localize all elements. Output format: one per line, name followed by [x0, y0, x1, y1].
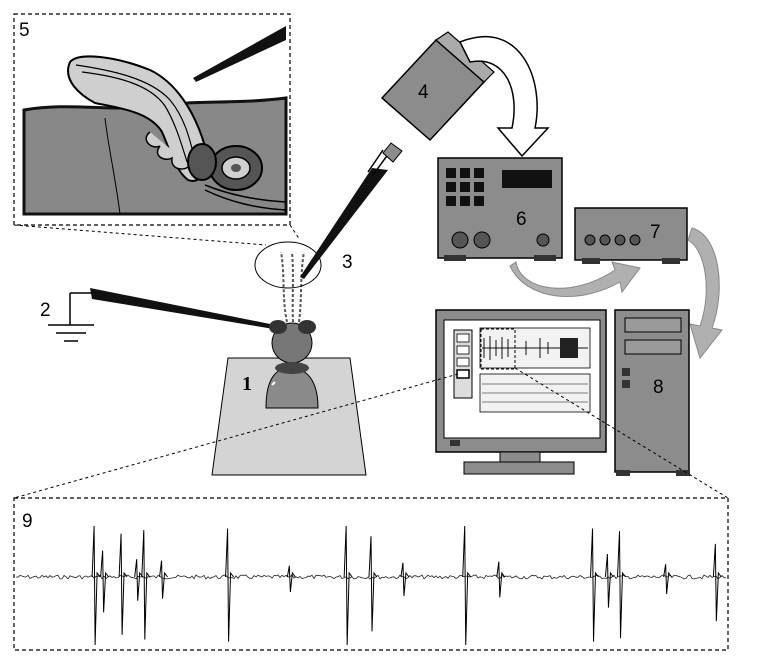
recording-electrode: 4: [300, 31, 495, 279]
ground-electrode: 2: [40, 288, 280, 342]
amplifier: 6: [437, 157, 563, 261]
spike-8: [286, 565, 296, 593]
spike-7: [225, 528, 234, 642]
label-8: 8: [653, 377, 664, 398]
spike-18: [712, 543, 722, 622]
spike-trace: [15, 525, 727, 646]
signal-arrow-1: [458, 35, 550, 158]
signal-arrow-3: [687, 227, 723, 360]
filter-unit: 7: [574, 207, 688, 264]
spike-9: [343, 525, 353, 646]
label-2: 2: [40, 300, 51, 321]
label-7: 7: [650, 222, 661, 243]
computer: 8: [435, 309, 690, 476]
spike-11: [400, 562, 410, 597]
spike-2: [100, 550, 110, 613]
label-3: 3: [342, 252, 353, 273]
antenna-ellipse: [254, 241, 322, 289]
label-4: 4: [418, 82, 429, 103]
spike-15: [604, 554, 614, 608]
spike-10: [368, 536, 378, 632]
spike-1: [91, 525, 101, 646]
spike-17: [663, 564, 673, 595]
sensillum-inset: 5: [13, 13, 291, 226]
spike-12: [462, 525, 472, 646]
label-6: 6: [516, 209, 527, 230]
signal-arrow-2: [509, 261, 641, 298]
spike-13: [496, 561, 506, 598]
spike-3: [118, 533, 128, 635]
label-9: 9: [22, 511, 33, 532]
label-1: 1: [242, 373, 252, 395]
trace-inset: 9: [13, 497, 729, 651]
spike-16: [617, 531, 626, 639]
spike-5: [141, 530, 151, 640]
spike-4: [134, 559, 144, 601]
fly-preparation: 1: [211, 251, 367, 476]
spike-6: [159, 560, 168, 599]
label-5: 5: [19, 20, 30, 41]
spike-14: [590, 528, 599, 642]
